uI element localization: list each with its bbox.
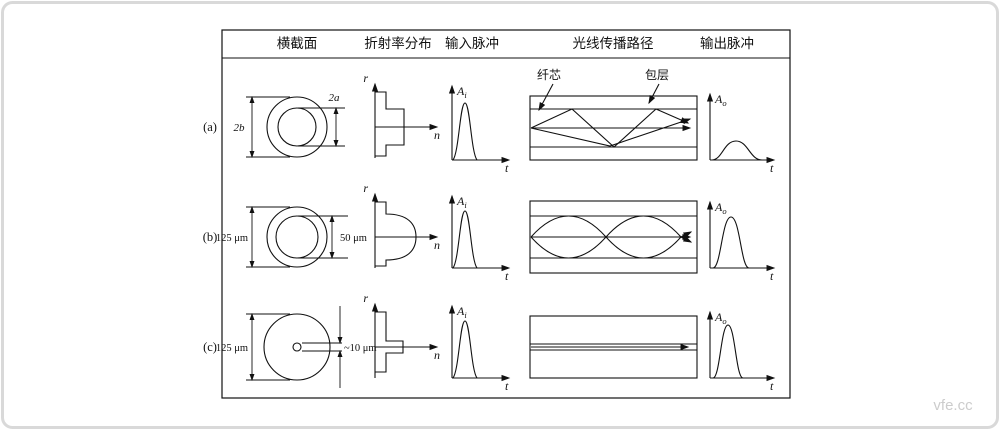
input-pulse-curve [452,320,478,379]
dim-outer-b: 125 μm [216,233,248,244]
step-index-profile [375,91,405,157]
row-a-propagation-path: 纤芯 包层 [529,68,698,161]
graded-index-profile [375,201,417,267]
fiber-body [529,200,698,274]
diagram-box [221,29,791,399]
input-pulse-curve [452,210,478,269]
row-label-a: (a) [203,120,217,134]
row-b-index-profile: r n [363,181,440,268]
row-labels: (a) (b) (c) [203,120,218,354]
row-c-index-profile: r n [363,291,440,378]
dim-core-c: ~10 μm [344,343,377,354]
axis-ai-label: Ai [456,84,467,100]
output-pulse-curve [712,324,744,379]
row-a-cross-section: 2b 2a [234,92,345,159]
cladding-annotation: 包层 [645,68,669,82]
header-input-pulse: 输入脉冲 [445,36,499,51]
axis-t-label: t [770,269,774,283]
output-pulse-curve [712,216,750,269]
row-b-propagation-path [529,200,698,274]
row-label-b: (b) [203,230,218,244]
header-propagation-path: 光线传播路径 [573,36,654,51]
axis-ai-label: Ai [456,304,467,320]
header-cross-section: 横截面 [277,36,318,51]
axis-ao-label: Ao [714,310,727,326]
axis-r-label: r [363,291,368,305]
row-label-c: (c) [203,340,217,354]
axis-t-label: t [770,161,774,175]
ray-shallow [530,118,692,147]
row-c-cross-section: 125 μm ~10 μm [216,306,377,388]
axis-n-label: n [434,348,440,362]
row-b-cross-section: 125 μm 50 μm [216,205,367,269]
watermark: vfe.cc [933,397,973,414]
fiber-body [529,315,698,379]
axis-n-label: n [434,238,440,252]
input-pulse-curve [452,102,478,161]
row-a-output-pulse: Ao t [706,92,776,175]
row-c-input-pulse: Ai t [448,304,511,393]
axis-n-label: n [434,128,440,142]
core-annotation: 纤芯 [537,68,561,82]
singlemode-index-profile [375,311,404,373]
row-b-output-pulse: Ao t [706,200,776,283]
axis-t-label: t [505,379,509,393]
dim-core-a: 2a [329,92,341,104]
diagram-border [221,29,791,399]
ray-zigzag [530,108,690,148]
row-a-input-pulse: Ai t [448,84,511,175]
dim-core-b: 50 μm [340,233,367,244]
fiber-body [529,95,698,161]
axis-ao-label: Ao [714,92,727,108]
axis-r-label: r [363,71,368,85]
axis-t-label: t [505,161,509,175]
axis-t-label: t [770,379,774,393]
axis-ao-label: Ao [714,200,727,216]
axis-r-label: r [363,181,368,195]
header-output-pulse: 输出脉冲 [700,36,754,51]
axis-ai-label: Ai [456,194,467,210]
row-c-output-pulse: Ao t [706,310,776,393]
dim-outer-a: 2b [234,122,246,134]
axis-t-label: t [505,269,509,283]
header-index-profile: 折射率分布 [364,35,432,51]
core-leader-arrow [538,83,554,112]
column-headers: 横截面 折射率分布 输入脉冲 光线传播路径 输出脉冲 [277,35,754,51]
output-pulse-curve [711,140,763,161]
cladding-leader-arrow [648,83,660,105]
dim-outer-c: 125 μm [216,343,248,354]
row-b-input-pulse: Ai t [448,194,511,283]
row-c-propagation-path [529,315,698,379]
row-a-index-profile: r n [363,71,440,158]
